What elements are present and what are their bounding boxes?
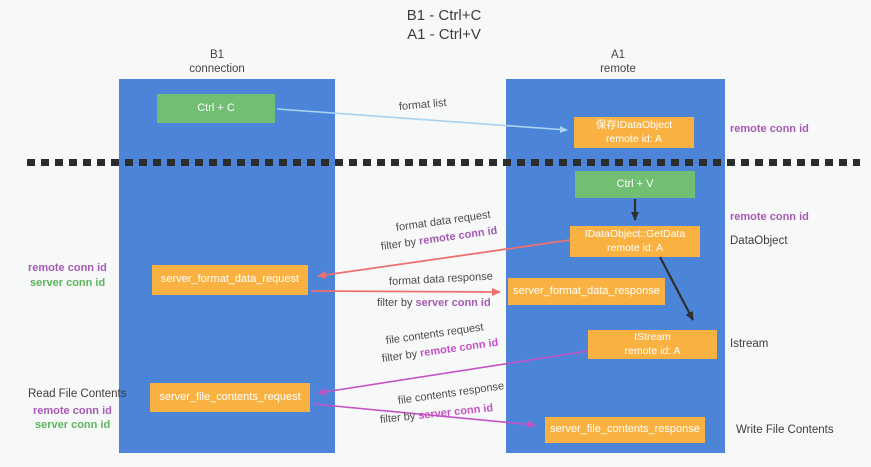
file-contents-response-filter-label: filter by server conn id: [379, 402, 493, 426]
node-idataobject-getdata-line2: remote id: A: [606, 241, 664, 254]
dataobject-label: DataObject: [730, 235, 788, 247]
column-header-a1-role: remote: [600, 63, 636, 76]
format-data-response-arrow: [310, 287, 501, 296]
node-server-file-contents-request-label: server_file_contents_request: [159, 390, 301, 403]
node-ctrl-c-label: Ctrl + C: [197, 101, 235, 114]
node-server-format-data-response: server_format_data_response: [508, 278, 665, 305]
format-data-response-filter-label: filter by server conn id: [377, 297, 491, 309]
filter-by-text-2: filter by: [377, 297, 416, 309]
title-line-1: B1 - Ctrl+C: [406, 7, 482, 24]
filter-by-text-4: filter by: [379, 410, 419, 426]
column-header-b1-role: connection: [189, 63, 245, 76]
diagram-title: B1 - Ctrl+C A1 - Ctrl+V: [344, 6, 544, 44]
filter-by-text-1: filter by: [380, 235, 420, 253]
format-data-response-label: format data response: [388, 270, 494, 288]
node-saved-idataobject: 保存IDataObject remote id: A: [574, 117, 694, 148]
node-idataobject-getdata-line1: IDataObject::GetData: [584, 228, 686, 241]
filter-server-conn-id-1: server conn id: [415, 297, 491, 309]
format-list-label: format list: [398, 96, 448, 113]
separator-dashed-line: [27, 159, 860, 166]
node-saved-idataobject-line1: 保存IDataObject: [595, 119, 673, 132]
read-file-contents-label: Read File Contents: [28, 388, 127, 400]
column-header-a1: A1 remote: [538, 48, 698, 77]
remote-conn-id-label-left-1: remote conn id: [28, 262, 107, 274]
istream-label: Istream: [730, 338, 769, 350]
column-header-a1-name: A1: [610, 49, 626, 61]
node-istream: IStream remote id: A: [588, 330, 717, 359]
node-server-file-contents-response-label: server_file_contents_response: [550, 423, 700, 436]
server-conn-id-label-left-2: server conn id: [35, 419, 111, 431]
node-ctrl-v-label: Ctrl + V: [616, 177, 654, 190]
node-server-format-data-request-label: server_format_data_request: [160, 273, 300, 286]
remote-conn-id-label-right-2: remote conn id: [730, 211, 809, 223]
node-istream-line1: IStream: [634, 331, 671, 344]
node-saved-idataobject-line2: remote id: A: [605, 132, 663, 145]
write-file-contents-label: Write File Contents: [736, 424, 834, 436]
remote-conn-id-label-left-2: remote conn id: [33, 405, 112, 417]
column-header-b1: B1 connection: [137, 48, 297, 77]
remote-conn-id-label-right-1: remote conn id: [730, 123, 809, 135]
node-idataobject-getdata: IDataObject::GetData remote id: A: [570, 226, 700, 257]
node-server-file-contents-response: server_file_contents_response: [545, 417, 705, 443]
filter-by-text-3: filter by: [381, 347, 421, 365]
node-ctrl-v: Ctrl + V: [575, 171, 695, 198]
node-server-format-data-request: server_format_data_request: [152, 265, 308, 295]
node-server-format-data-response-label: server_format_data_response: [513, 284, 660, 297]
node-istream-line2: remote id: A: [624, 344, 681, 357]
column-header-b1-name: B1: [209, 49, 225, 61]
node-server-file-contents-request: server_file_contents_request: [150, 383, 310, 412]
title-line-2: A1 - Ctrl+V: [407, 26, 481, 44]
filter-server-conn-id-2: server conn id: [417, 402, 494, 422]
node-ctrl-c: Ctrl + C: [157, 94, 275, 123]
server-conn-id-label-left-1: server conn id: [30, 277, 106, 289]
